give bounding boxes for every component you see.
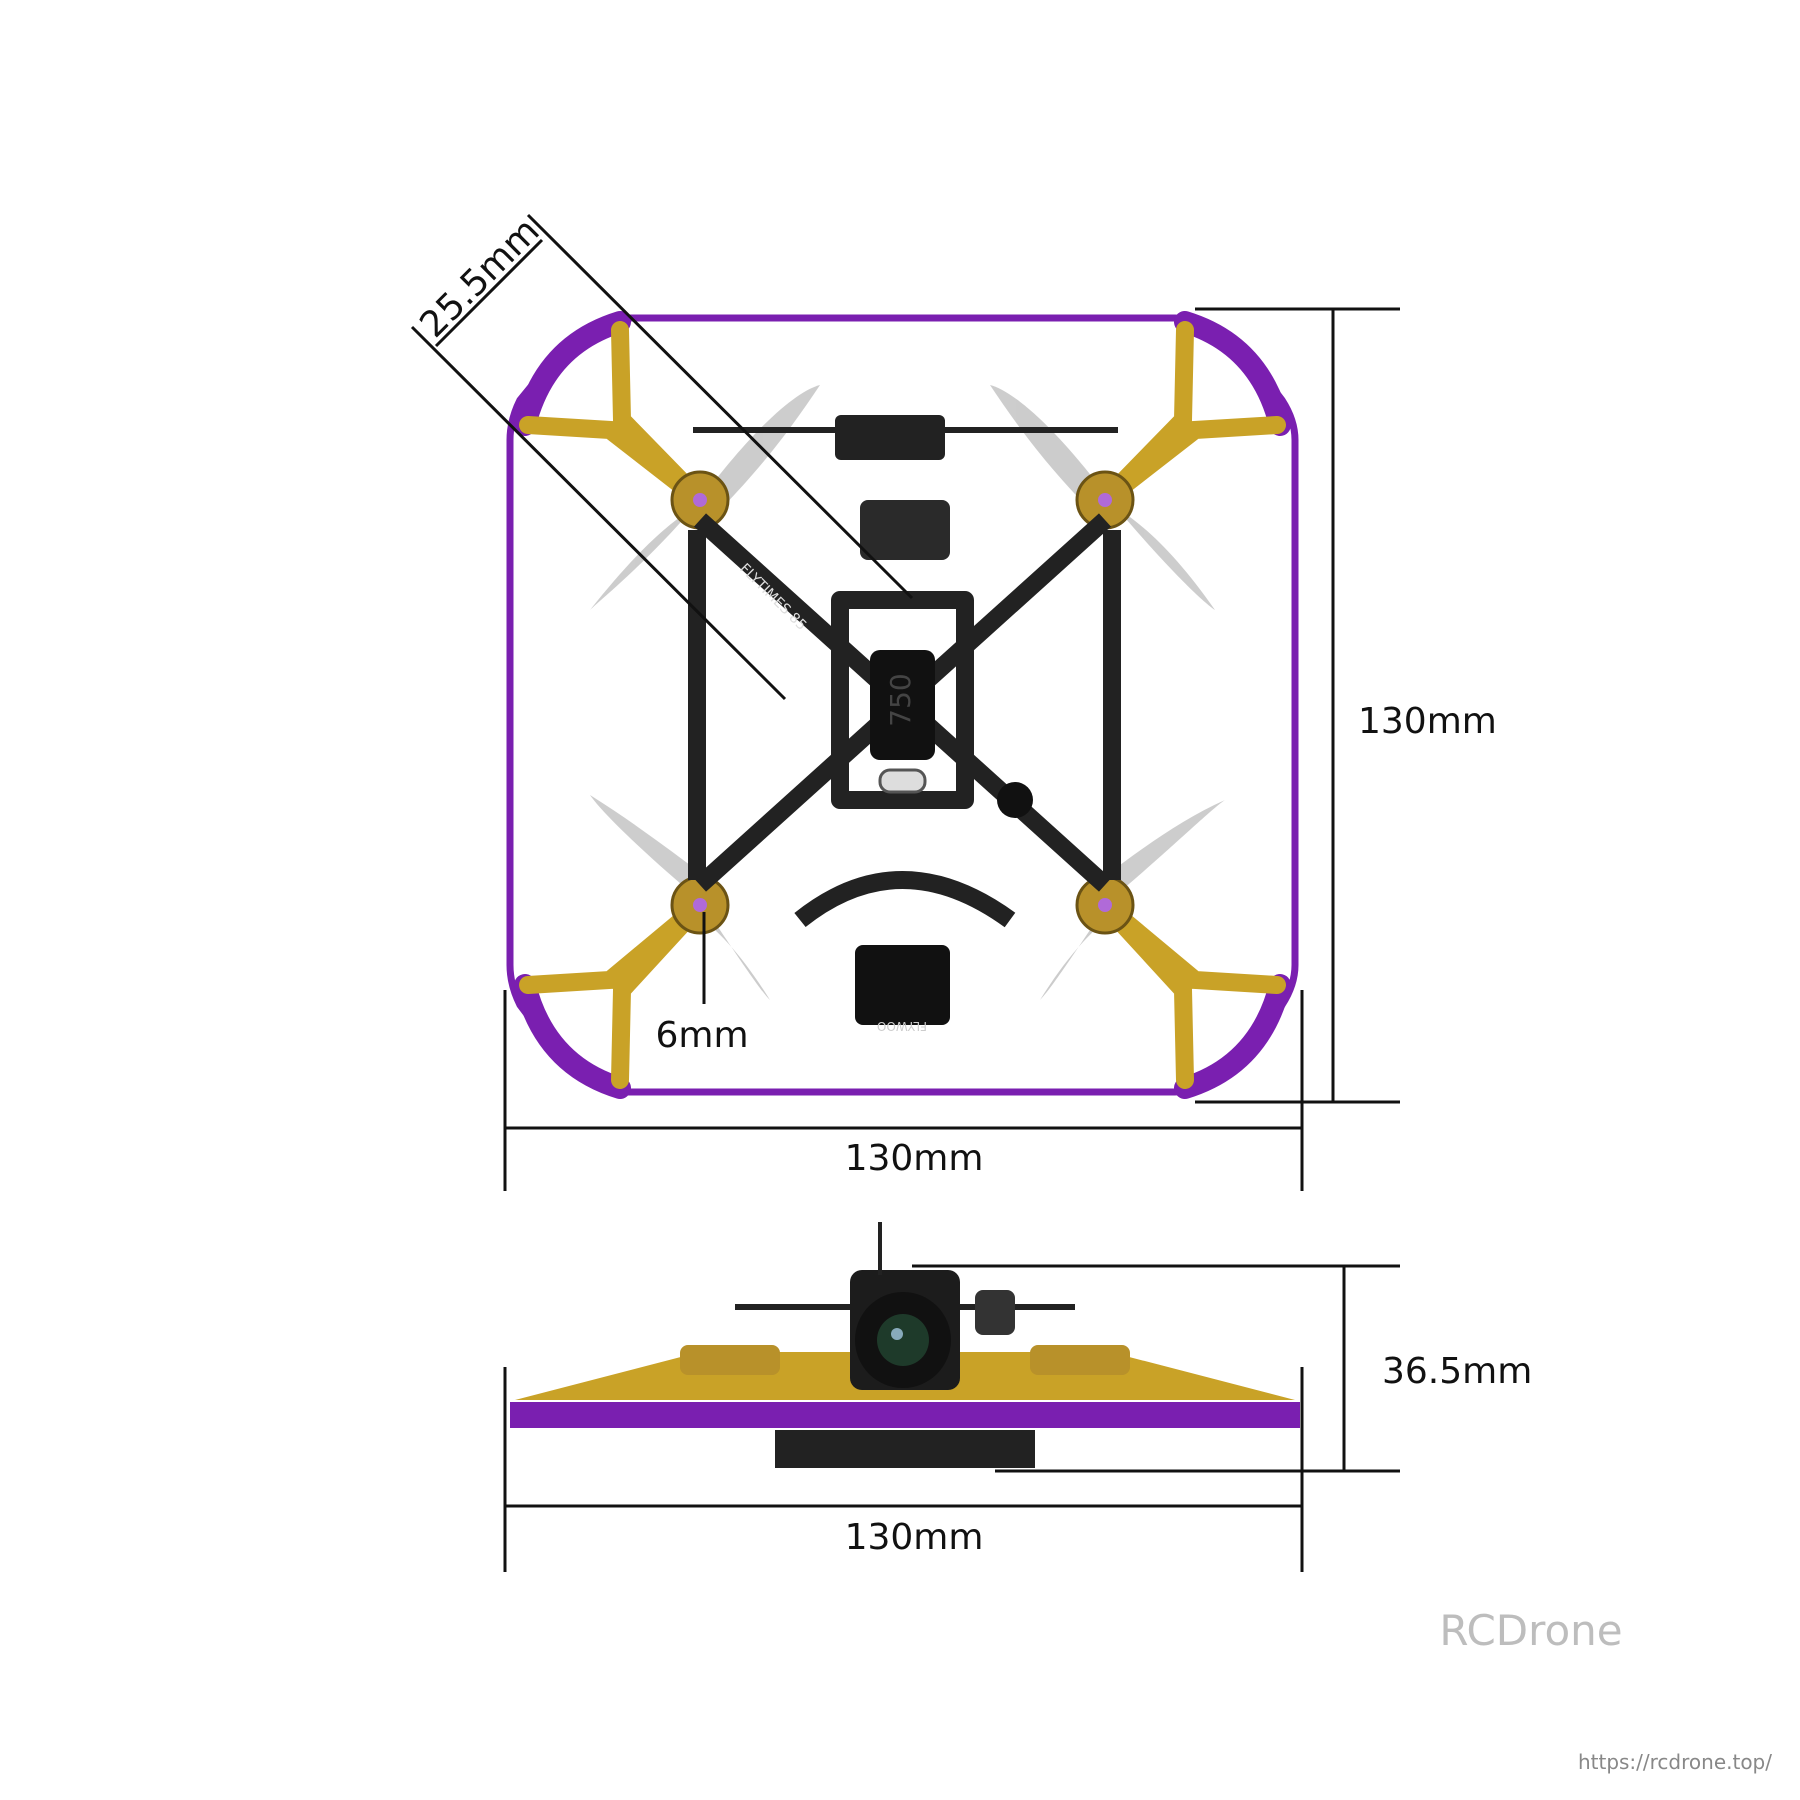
side-height-label: 36.5mm xyxy=(1382,1351,1532,1392)
side-dimension-lines xyxy=(503,1264,1400,1572)
watermark-brand: RCDrone xyxy=(1439,1606,1622,1655)
camera xyxy=(855,945,950,1025)
top-height-label: 130mm xyxy=(1358,701,1497,742)
prop-diameter-label: 25.5mm xyxy=(412,210,547,345)
watermark-url: https://rcdrone.top/ xyxy=(1578,1750,1772,1774)
buzzer xyxy=(997,782,1033,818)
camera-label: FLYWOO xyxy=(877,1019,927,1033)
chip-label: 750 xyxy=(884,673,917,726)
top-width-label: 130mm xyxy=(845,1138,984,1179)
motor-size-label: 6mm xyxy=(655,1015,748,1056)
side-view xyxy=(510,1222,1300,1468)
top-dimension-lines xyxy=(410,213,1400,1191)
guard-corners xyxy=(514,311,1291,1099)
side-width-label: 130mm xyxy=(845,1517,984,1558)
usb-port xyxy=(878,768,927,794)
top-view: 750 FLYTIMES 85 FLYWOO xyxy=(506,311,1299,1099)
arms xyxy=(519,321,1286,1089)
